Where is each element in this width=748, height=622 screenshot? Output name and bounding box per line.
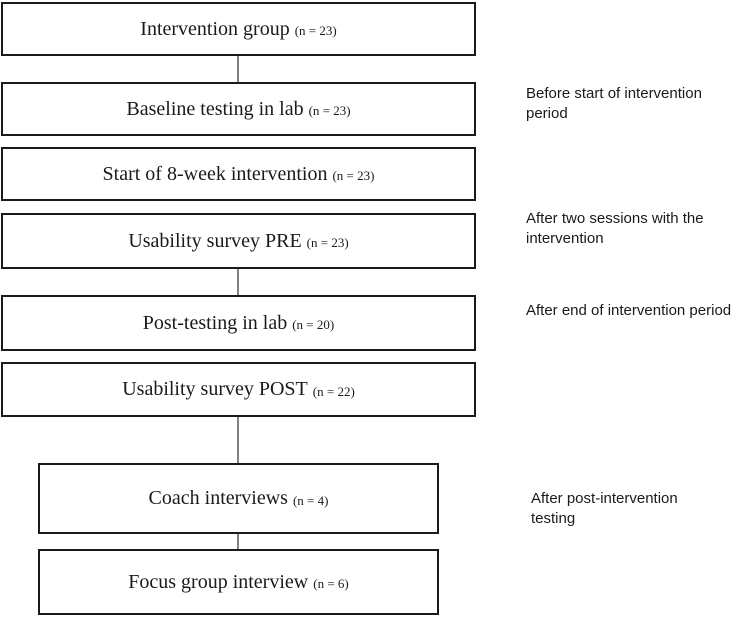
box-baseline-testing: Baseline testing in lab (n = 23) <box>1 82 476 136</box>
box-count: (n = 6) <box>313 576 349 591</box>
box-usability-survey-post: Usability survey POST (n = 22) <box>1 362 476 417</box>
box-count: (n = 23) <box>308 103 351 118</box>
note-line: After post-intervention <box>531 490 678 507</box>
timing-note-after-end: After end of intervention period <box>526 301 731 321</box>
box-label: Post-testing in lab <box>142 311 288 334</box>
box-count: (n = 20) <box>292 317 335 332</box>
note-line: intervention <box>526 230 604 247</box>
note-line: Before start of intervention <box>526 85 702 102</box>
box-start-intervention: Start of 8-week intervention (n = 23) <box>1 147 476 201</box>
box-focus-group-interview: Focus group interview (n = 6) <box>38 549 439 615</box>
box-coach-interviews: Coach interviews (n = 4) <box>38 463 439 534</box>
box-count: (n = 22) <box>312 383 355 399</box>
note-line: After two sessions with the <box>526 210 704 227</box>
box-label: Start of 8-week intervention <box>102 162 328 185</box>
box-intervention-group: Intervention group (n = 23) <box>1 2 476 56</box>
box-count: (n = 23) <box>332 168 375 183</box>
box-usability-survey-pre: Usability survey PRE (n = 23) <box>1 213 476 269</box>
box-label: Baseline testing in lab <box>126 97 304 120</box>
note-line: testing <box>531 510 576 527</box>
box-label: Usability survey PRE <box>128 229 302 252</box>
box-count: (n = 23) <box>294 23 337 38</box>
box-label: Coach interviews <box>148 487 288 509</box>
box-count: (n = 4) <box>292 492 329 508</box>
box-label: Focus group interview <box>128 570 309 593</box>
note-line: After end of intervention period <box>526 302 732 319</box>
timing-note-after-post-intervention: After post-intervention testing <box>531 489 678 529</box>
box-count: (n = 23) <box>306 235 349 250</box>
box-label: Usability survey POST <box>122 378 308 400</box>
timing-note-after-two-sessions: After two sessions with the intervention <box>526 209 704 249</box>
note-line: period <box>526 105 568 122</box>
timing-note-before-start: Before start of intervention period <box>526 84 702 124</box>
box-label: Intervention group <box>140 17 290 40</box>
box-post-testing: Post-testing in lab (n = 20) <box>1 295 476 351</box>
